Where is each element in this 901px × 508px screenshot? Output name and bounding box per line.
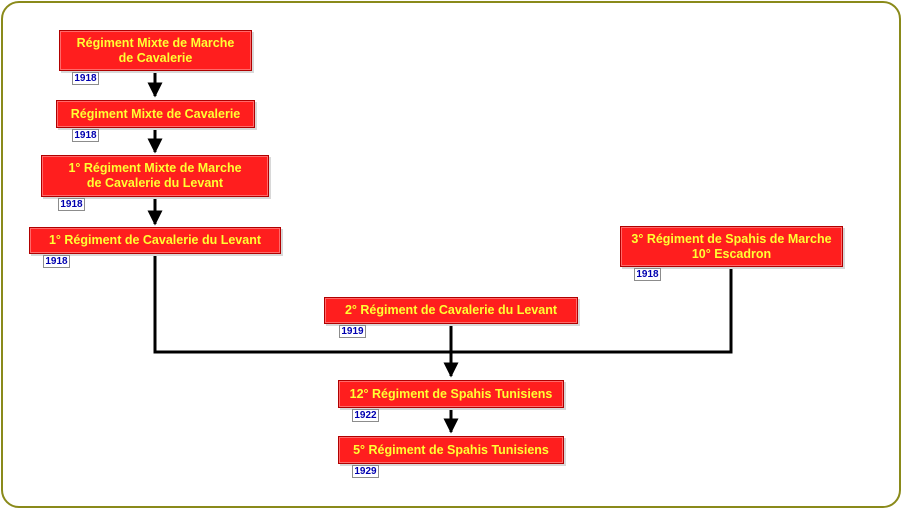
year-badge: 1922 (352, 409, 379, 422)
node-regiment-mixte-de-marche-de-cavalerie: Régiment Mixte de Marche de Cavalerie (59, 30, 252, 71)
connector-n5-merge (451, 267, 733, 354)
node-1-regiment-de-cavalerie-du-levant: 1° Régiment de Cavalerie du Levant (29, 227, 281, 254)
year-badge: 1918 (634, 268, 661, 281)
node-1-regiment-mixte-de-marche-de-cavalerie-du-levant: 1° Régiment Mixte de Marche de Cavalerie… (41, 155, 269, 197)
node-regiment-mixte-de-cavalerie: Régiment Mixte de Cavalerie (56, 100, 255, 128)
node-12-regiment-de-spahis-tunisiens: 12° Régiment de Spahis Tunisiens (338, 380, 564, 408)
node-3-regiment-de-spahis-de-marche-10-escadron: 3° Régiment de Spahis de Marche 10° Esca… (620, 226, 843, 267)
year-badge: 1918 (72, 129, 99, 142)
year-badge: 1929 (352, 465, 379, 478)
year-badge: 1918 (72, 72, 99, 85)
node-5-regiment-de-spahis-tunisiens: 5° Régiment de Spahis Tunisiens (338, 436, 564, 464)
year-badge: 1918 (58, 198, 85, 211)
year-badge: 1919 (339, 325, 366, 338)
node-2-regiment-de-cavalerie-du-levant: 2° Régiment de Cavalerie du Levant (324, 297, 578, 324)
year-badge: 1918 (43, 255, 70, 268)
connector-n4-merge (153, 254, 451, 354)
